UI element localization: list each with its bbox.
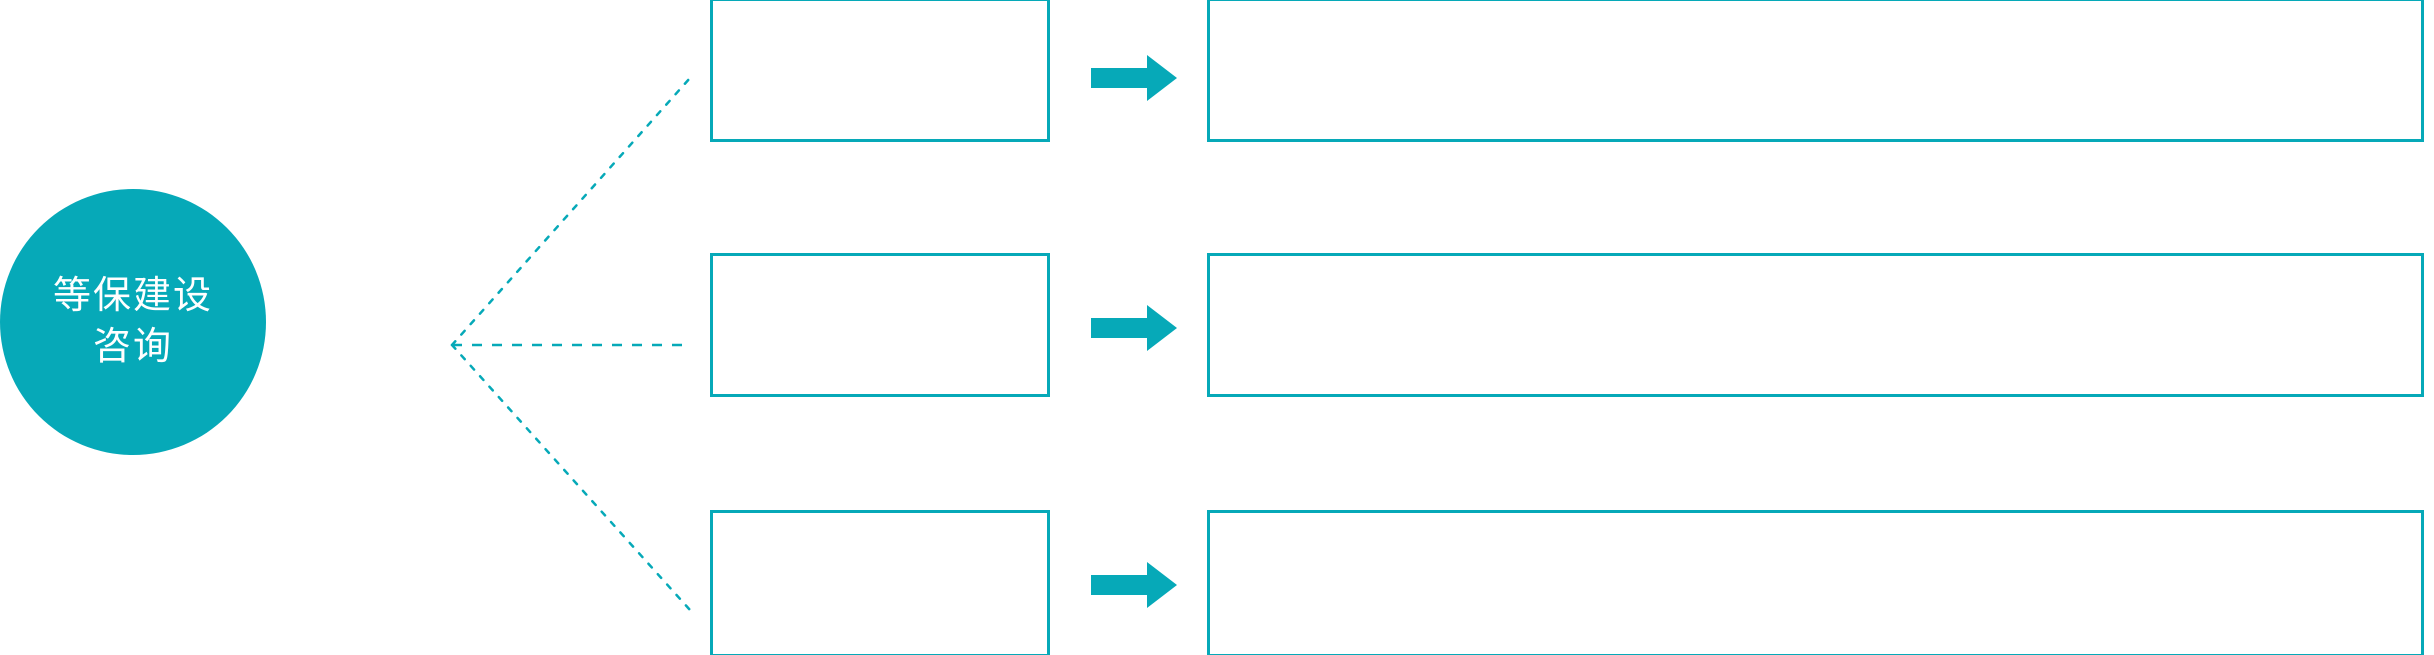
hub-title-line-2: 咨询 [92,326,173,368]
right-arrow-icon-3 [1091,562,1177,608]
right-arrow-icon-1 [1091,55,1177,101]
right-arrow-icon-2 [1091,305,1177,351]
stage-box-3[interactable] [710,510,1050,655]
detail-box-2[interactable] [1207,253,2424,397]
connector-line-bottom [450,343,692,612]
connector-line-top [450,76,692,347]
stage-box-2[interactable] [710,253,1050,397]
hub-title-line-1: 等保建设 [52,275,213,318]
stage-box-1[interactable] [710,0,1050,142]
detail-box-1[interactable] [1207,0,2424,142]
hub-circle[interactable]: 等保建设 咨询 [0,189,266,455]
detail-box-3[interactable] [1207,510,2424,655]
